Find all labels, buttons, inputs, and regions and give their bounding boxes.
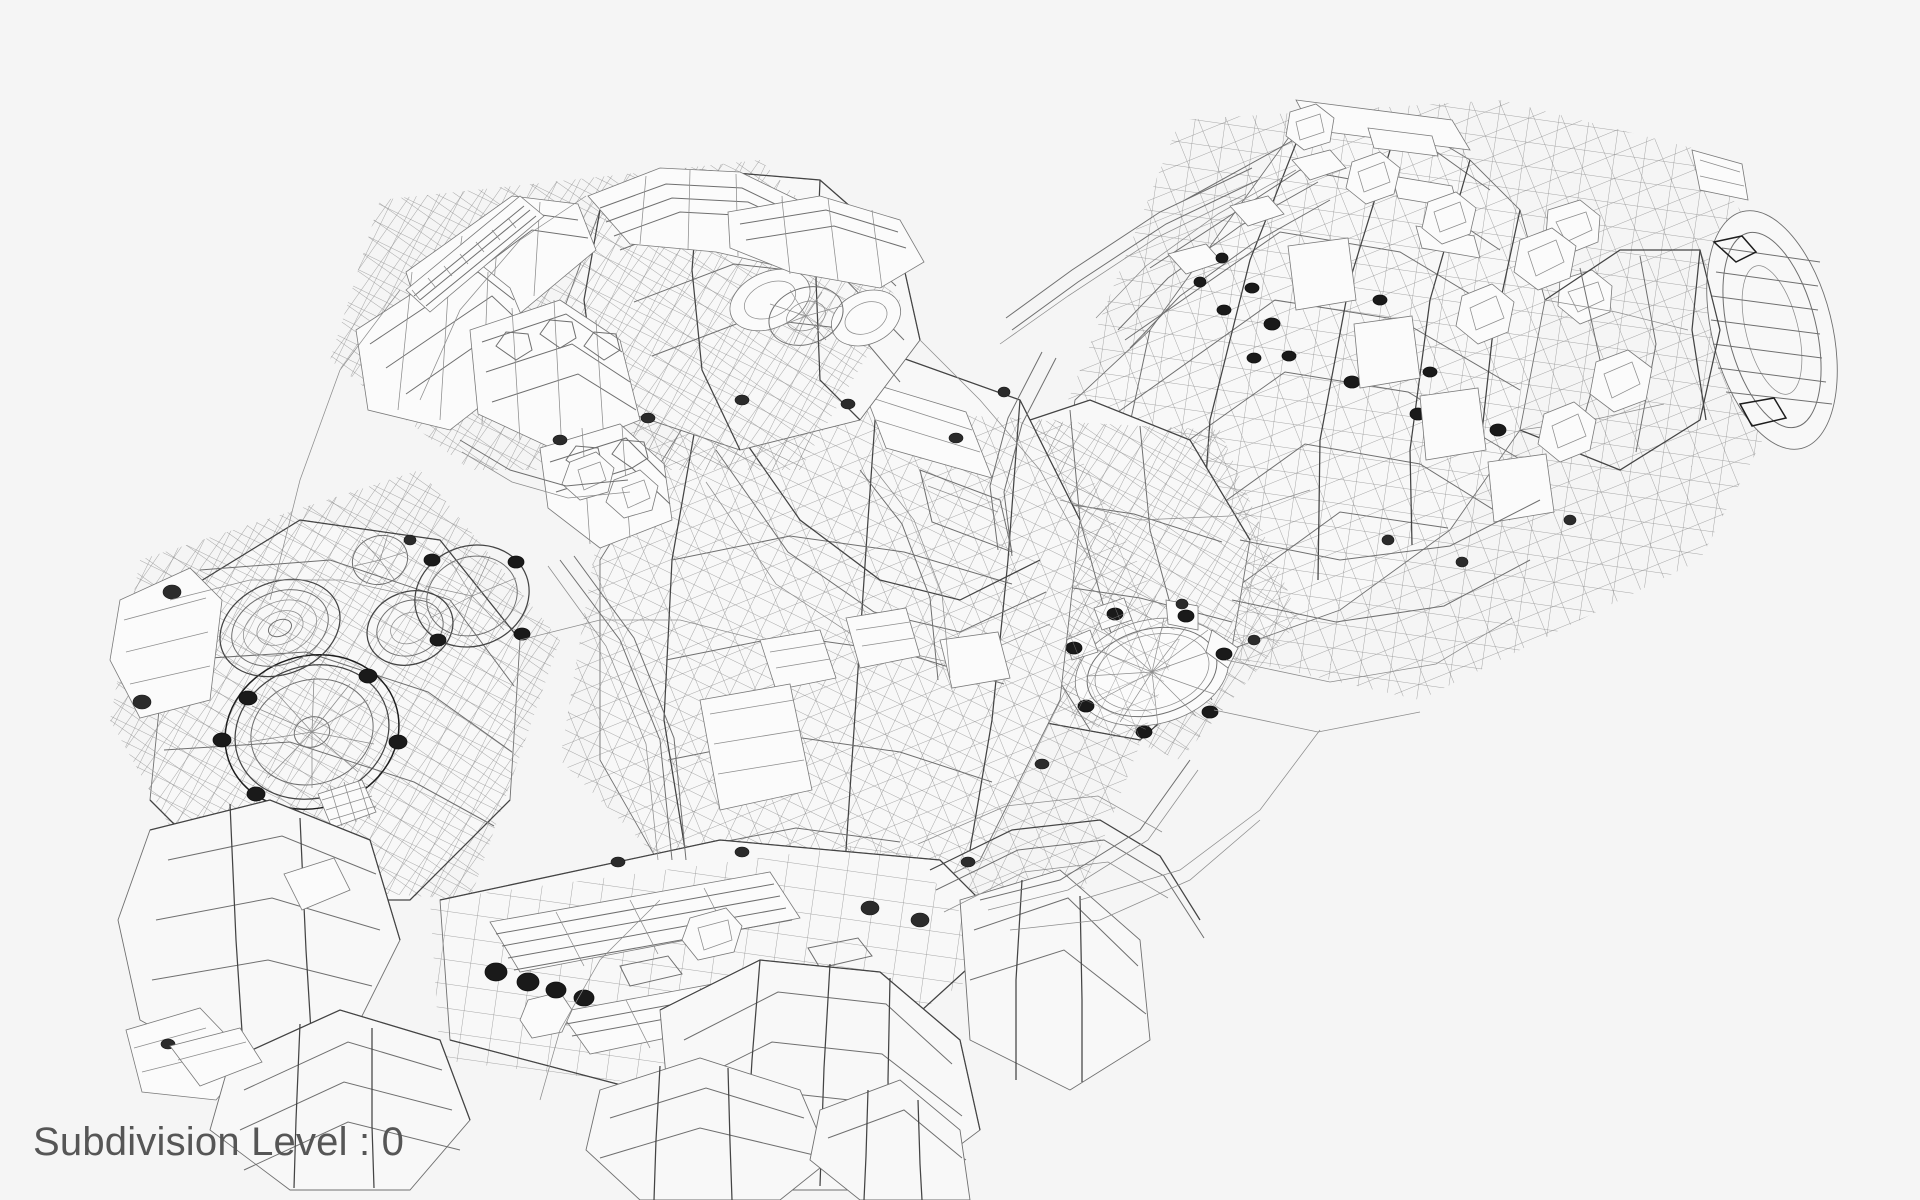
hex-boss [1421,191,1477,245]
part-hex-bolt-bosses [1285,103,1653,463]
sump-rib-panel [489,871,801,973]
cam-sprocket [768,286,844,346]
exhaust-cans-bottom [585,1057,971,1200]
part-ring-gear [1691,210,1838,450]
pulley-spokes [247,677,375,788]
intake-rib-band [411,205,537,307]
part-shift-linkage [999,149,1555,523]
part-intake-manifold [587,167,925,289]
hex-fittings-left [561,451,659,519]
lower-left-casing [169,1009,471,1191]
subdivision-level-caption: Subdivision Level : 0 [33,1120,405,1164]
fasteners-scatter [403,386,1577,868]
hex-boss [1537,401,1597,463]
hex-boss [1285,103,1335,151]
mesh-screen [317,779,377,829]
part-oil-pan [430,839,1011,1100]
part-alternator-pulley [219,578,341,678]
hex-boss [1345,151,1401,205]
part-cylinder-head-cover [330,160,925,549]
hex-boss [1589,349,1653,413]
idler-pulley [414,544,531,648]
part-crank-pulley [212,654,408,814]
silhouette-construction-lines [169,195,1321,1101]
tensioner-pulley [366,590,454,666]
part-intake-runners [355,195,673,549]
hex-boss [1455,283,1515,345]
hoses-and-pipes [459,351,1199,911]
hex-boss [1513,227,1577,291]
cam-cover-caps [729,268,901,347]
drain-and-sensor-bosses [484,900,930,1039]
small-sprocket [351,533,409,586]
